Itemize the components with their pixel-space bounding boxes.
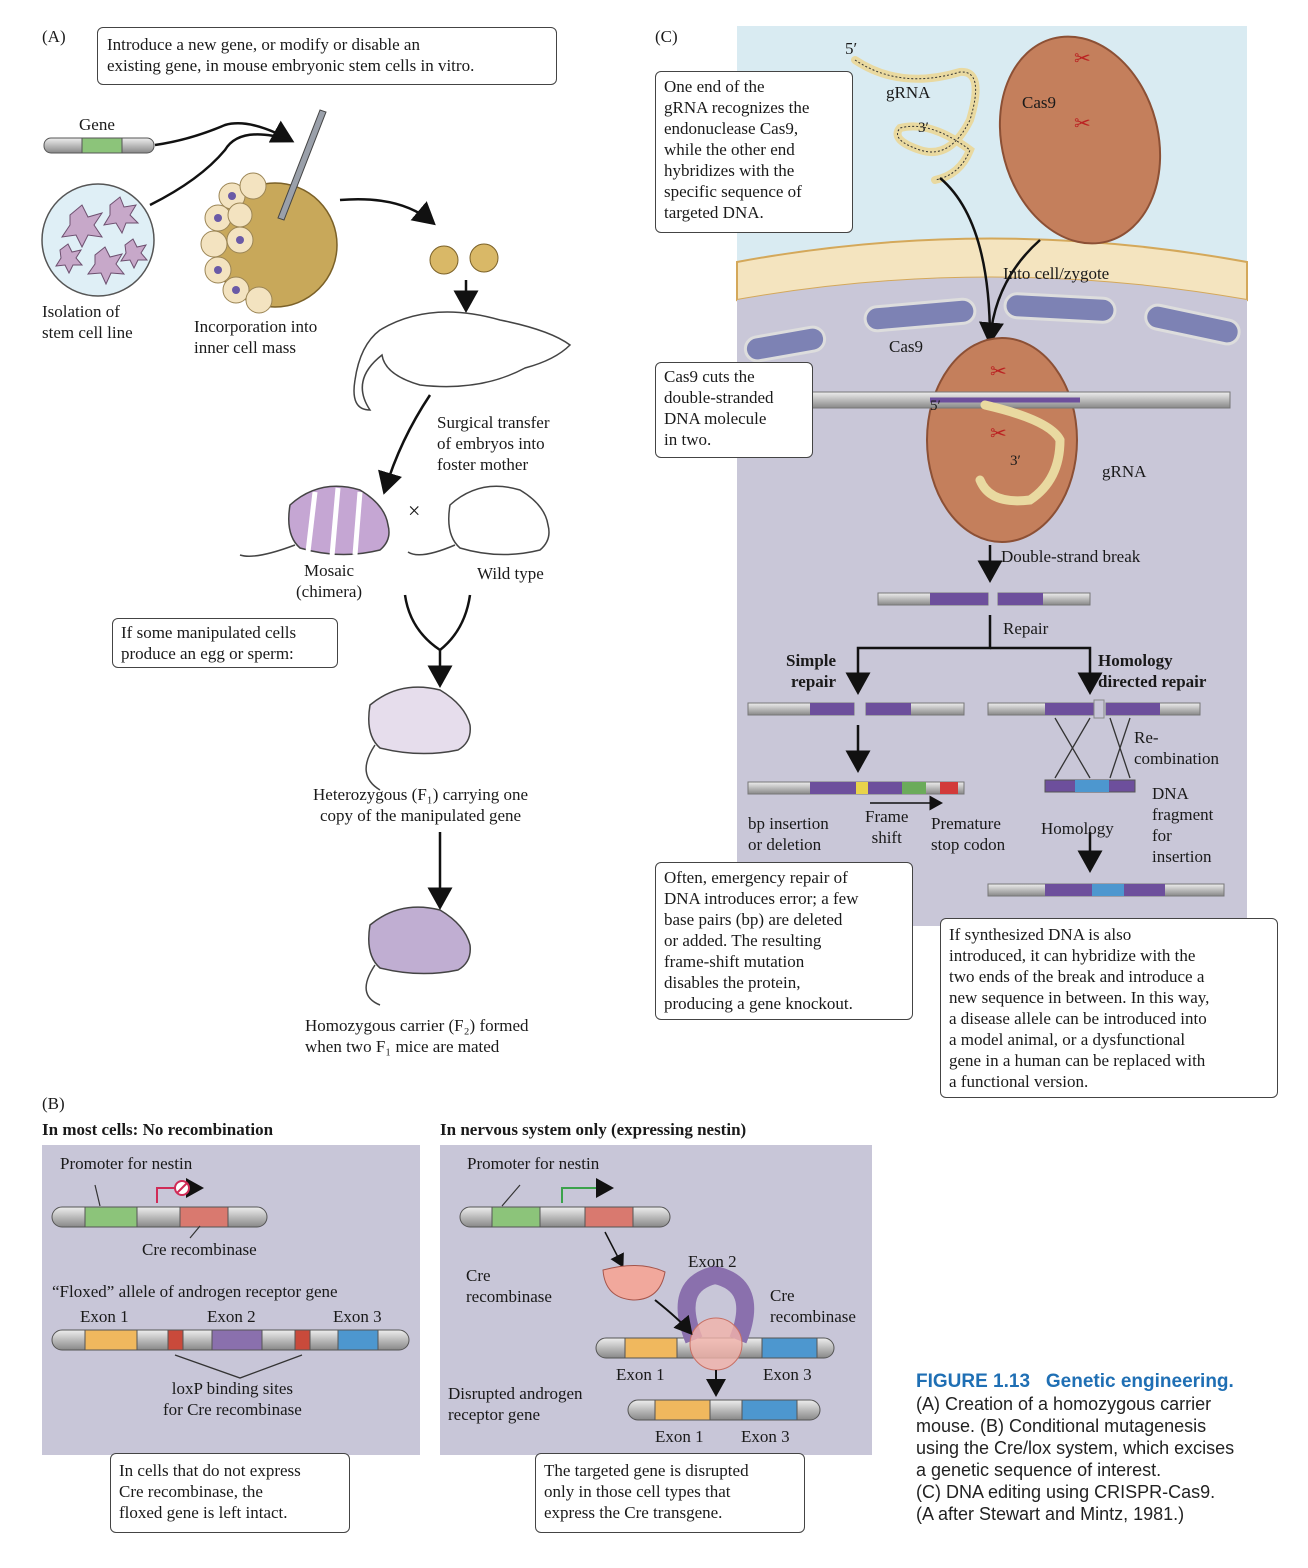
exon1-label-bottom: Exon 1 xyxy=(655,1427,704,1446)
recombination-label: Re- combination xyxy=(1134,728,1219,768)
synthesized-note: If synthesized DNA is also introduced, i… xyxy=(940,918,1278,1098)
cas9-label-mid: Cas9 xyxy=(889,337,923,356)
panel-c-label: (C) xyxy=(655,27,678,46)
mosaic-label: Mosaic (chimera) xyxy=(296,561,363,601)
exon1-label-left: Exon 1 xyxy=(80,1307,129,1326)
hdr-label: Homology directed repair xyxy=(1098,651,1207,691)
egg-sperm-callout: If some manipulated cells produce an egg… xyxy=(112,618,338,668)
wildtype-mouse xyxy=(448,485,550,556)
scissors-icon: ✂ xyxy=(1074,113,1091,135)
panel-b-left-title: In most cells: No recombination xyxy=(42,1120,274,1139)
panel-b-right-title: In nervous system only (expressing nesti… xyxy=(440,1120,747,1139)
stop-codon-label: Premature stop codon xyxy=(931,814,1006,854)
frame-shift-label: Frame shift xyxy=(865,807,909,847)
cre-recombinase-label: Cre recombinase xyxy=(142,1240,257,1259)
often-note: Often, emergency repair of DNA introduce… xyxy=(655,862,913,1020)
foster-mother-mouse xyxy=(353,311,572,411)
scissors-icon: ✂ xyxy=(1074,48,1091,70)
five-prime-mid: 5′ xyxy=(930,398,941,414)
grna-bound xyxy=(975,400,1065,506)
simple-repair-label: Simple repair xyxy=(786,651,837,691)
homozygous-label: Homozygous carrier (F₂) formed when two … xyxy=(305,1016,529,1056)
grna-label-top: gRNA xyxy=(886,83,931,102)
cas9-label-top: Cas9 xyxy=(1022,93,1056,112)
cas9-protein xyxy=(998,35,1162,245)
surgical-transfer-label: Surgical transfer of embryos into foster… xyxy=(437,413,550,474)
f1-mouse xyxy=(368,686,471,755)
three-prime-label: 3′ xyxy=(918,120,929,136)
panel-b-label: (B) xyxy=(42,1094,65,1113)
f2-mouse xyxy=(368,906,471,975)
repair-label: Repair xyxy=(1003,619,1049,638)
panel-b-left-background xyxy=(42,1145,420,1455)
cas9-cuts-note: Cas9 cuts the double-stranded DNA molecu… xyxy=(655,362,813,458)
grna-label-mid: gRNA xyxy=(1102,462,1147,481)
into-cell-label: Into cell/zygote xyxy=(1003,264,1110,283)
stem-cell-dish xyxy=(41,183,155,297)
dna-fragment-label: DNA fragment for insertion xyxy=(1152,784,1214,866)
exon3-label-left: Exon 3 xyxy=(333,1307,382,1326)
three-prime-mid: 3′ xyxy=(1010,453,1021,469)
cross-symbol: × xyxy=(408,498,421,523)
grna-note: One end of the gRNA recognizes the endon… xyxy=(655,71,853,233)
right-note: The targeted gene is disrupted only in t… xyxy=(535,1453,805,1533)
panel-a-label: (A) xyxy=(42,27,66,46)
figure-caption: FIGURE 1.13 Genetic engineering. (A) Cre… xyxy=(916,1370,1234,1525)
panel-a-callout: Introduce a new gene, or modify or disab… xyxy=(97,27,557,85)
exon2-label-left: Exon 2 xyxy=(207,1307,256,1326)
isolation-label: Isolation of stem cell line xyxy=(42,302,133,342)
exon1-label-right: Exon 1 xyxy=(616,1365,665,1384)
disrupted-gene-label: Disrupted androgen receptor gene xyxy=(448,1384,583,1424)
injection-needle xyxy=(277,109,327,221)
bp-insertion-label: bp insertion or deletion xyxy=(748,814,829,854)
loxp-label: loxP binding sites for Cre recombinase xyxy=(163,1379,302,1419)
nuclear-envelope xyxy=(743,292,1241,363)
incorporation-label: Incorporation into inner cell mass xyxy=(194,317,318,357)
dsb-label: Double-strand break xyxy=(1001,547,1141,566)
promoter-label-right: Promoter for nestin xyxy=(467,1154,600,1173)
wildtype-label: Wild type xyxy=(477,564,544,583)
floxed-allele-label: “Floxed” allele of androgen receptor gen… xyxy=(52,1282,338,1301)
left-note: In cells that do not express Cre recombi… xyxy=(110,1453,350,1533)
homology-label: Homology xyxy=(1041,819,1114,838)
caption-heading: FIGURE 1.13 Genetic engineering. xyxy=(916,1371,1234,1392)
caption-body: (A) Creation of a homozygous carrier mou… xyxy=(916,1394,1235,1524)
cre-label-right-2: Cre recombinase xyxy=(770,1286,856,1326)
five-prime-label: 5′ xyxy=(845,39,858,58)
cre-label-right-1: Cre recombinase xyxy=(466,1266,552,1306)
promoter-label-left: Promoter for nestin xyxy=(60,1154,193,1173)
exon3-label-right: Exon 3 xyxy=(763,1365,812,1384)
scissors-icon: ✂ xyxy=(990,361,1007,383)
gene-label: Gene xyxy=(79,115,115,134)
exon2-label-right: Exon 2 xyxy=(688,1252,737,1271)
scissors-icon: ✂ xyxy=(990,423,1007,445)
exon3-label-bottom: Exon 3 xyxy=(741,1427,790,1446)
heterozygous-label: Heterozygous (F₁) carrying one copy of t… xyxy=(313,785,529,825)
